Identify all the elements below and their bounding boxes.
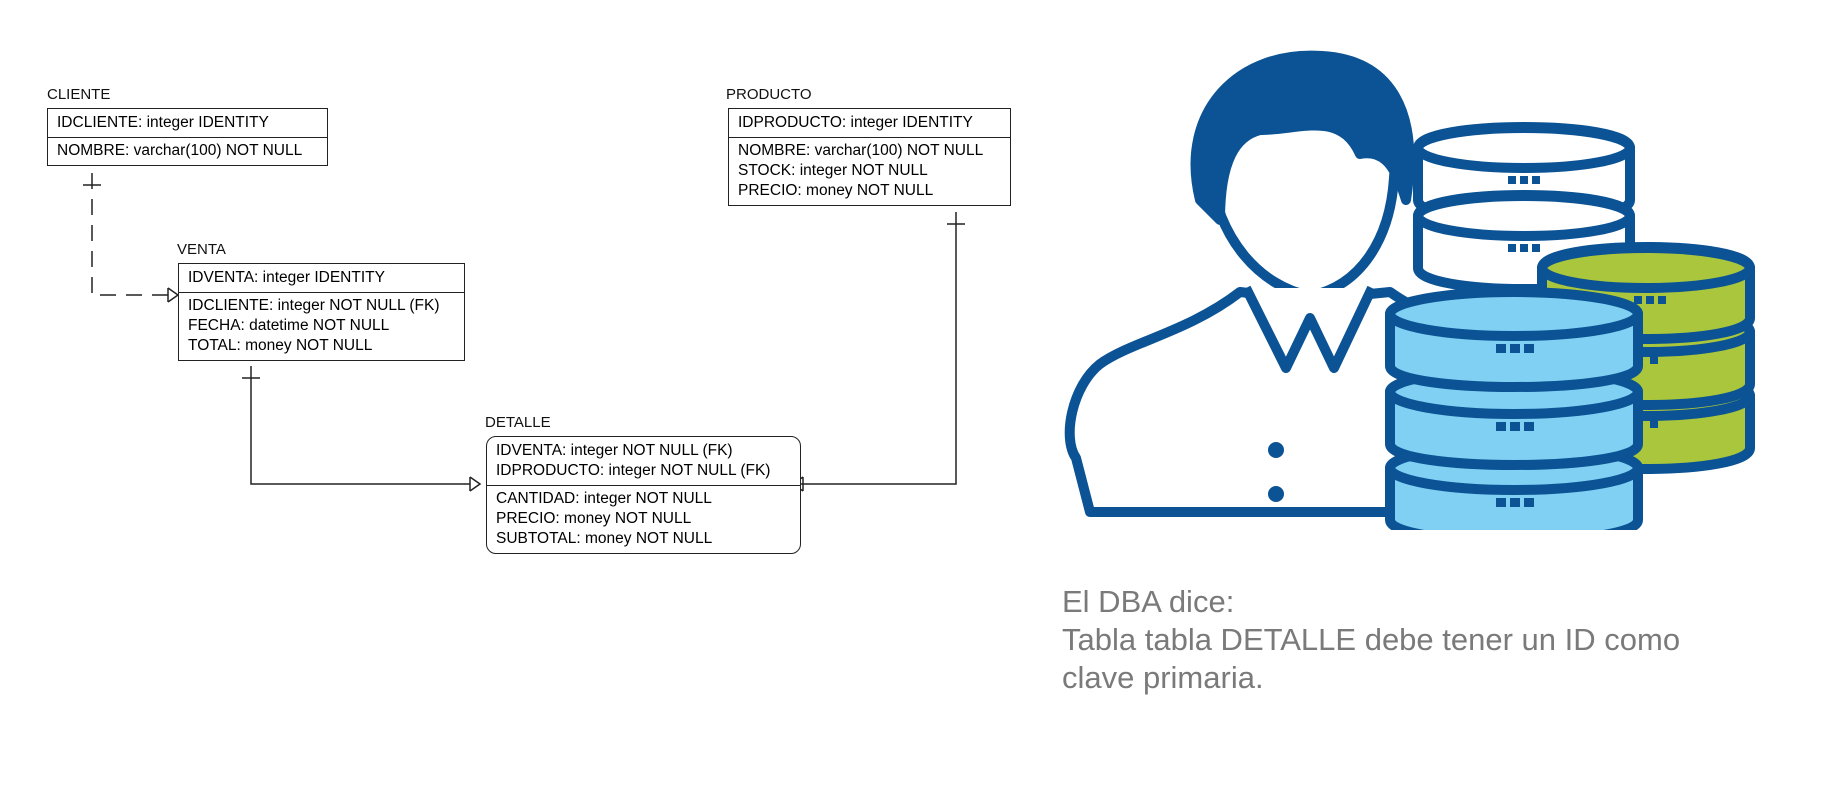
entity-attr-section: IDCLIENTE: integer NOT NULL (FK) FECHA: … (179, 293, 464, 360)
dba-with-databases-icon (1064, 50, 1755, 530)
entity-cliente[interactable]: IDCLIENTE: integer IDENTITY NOMBRE: varc… (47, 108, 328, 166)
attribute-row: CANTIDAD: integer NOT NULL (496, 490, 712, 507)
entity-title-venta: VENTA (177, 241, 226, 258)
shirt-button-icon (1268, 486, 1284, 502)
note-line: El DBA dice: (1062, 584, 1235, 619)
entity-attr-section: NOMBRE: varchar(100) NOT NULL (48, 138, 327, 165)
attribute-row: IDVENTA: integer NOT NULL (FK) (496, 442, 733, 459)
entity-attr-section: NOMBRE: varchar(100) NOT NULL STOCK: int… (729, 138, 1010, 205)
database-white-icon (1413, 122, 1635, 294)
attribute-row: NOMBRE: varchar(100) NOT NULL (57, 142, 303, 159)
attribute-row: TOTAL: money NOT NULL (188, 337, 373, 354)
entity-venta[interactable]: IDVENTA: integer IDENTITY IDCLIENTE: int… (178, 263, 465, 361)
note-line: Tabla tabla DETALLE debe tener un ID com… (1062, 622, 1681, 657)
entity-pk-section: IDCLIENTE: integer IDENTITY (48, 109, 327, 138)
attribute-row: FECHA: datetime NOT NULL (188, 317, 390, 334)
attribute-row: PRECIO: money NOT NULL (496, 510, 692, 527)
entity-title-producto: PRODUCTO (726, 86, 812, 103)
rel-producto-detalle (791, 212, 965, 492)
rel-venta-detalle (242, 366, 482, 492)
entity-pk-section: IDVENTA: integer IDENTITY (179, 264, 464, 293)
attribute-row: PRECIO: money NOT NULL (738, 182, 934, 199)
rel-cliente-venta (83, 173, 180, 303)
attribute-row: IDPRODUCTO: integer IDENTITY (738, 114, 973, 131)
attribute-row: IDCLIENTE: integer IDENTITY (57, 114, 269, 131)
shirt-button-icon (1268, 442, 1284, 458)
entity-title-cliente: CLIENTE (47, 86, 111, 103)
attribute-row: IDVENTA: integer IDENTITY (188, 269, 385, 286)
person-hair-icon (1190, 50, 1415, 225)
attribute-row: SUBTOTAL: money NOT NULL (496, 530, 713, 547)
attribute-row: IDPRODUCTO: integer NOT NULL (FK) (496, 462, 771, 479)
entity-attr-section: CANTIDAD: integer NOT NULL PRECIO: money… (487, 486, 800, 553)
attribute-row: IDCLIENTE: integer NOT NULL (FK) (188, 297, 440, 314)
entity-pk-section: IDPRODUCTO: integer IDENTITY (729, 109, 1010, 138)
database-blue-icon (1385, 287, 1643, 530)
entity-producto[interactable]: IDPRODUCTO: integer IDENTITY NOMBRE: var… (728, 108, 1011, 206)
attribute-row: NOMBRE: varchar(100) NOT NULL (738, 142, 984, 159)
entity-pk-section: IDVENTA: integer NOT NULL (FK) IDPRODUCT… (487, 437, 800, 486)
dba-note: El DBA dice: Tabla tabla DETALLE debe te… (1062, 583, 1762, 697)
person-collar-icon (1241, 285, 1377, 373)
entity-title-detalle: DETALLE (485, 414, 551, 431)
entity-detalle[interactable]: IDVENTA: integer NOT NULL (FK) IDPRODUCT… (486, 436, 801, 554)
note-line: clave primaria. (1062, 660, 1264, 695)
attribute-row: STOCK: integer NOT NULL (738, 162, 928, 179)
